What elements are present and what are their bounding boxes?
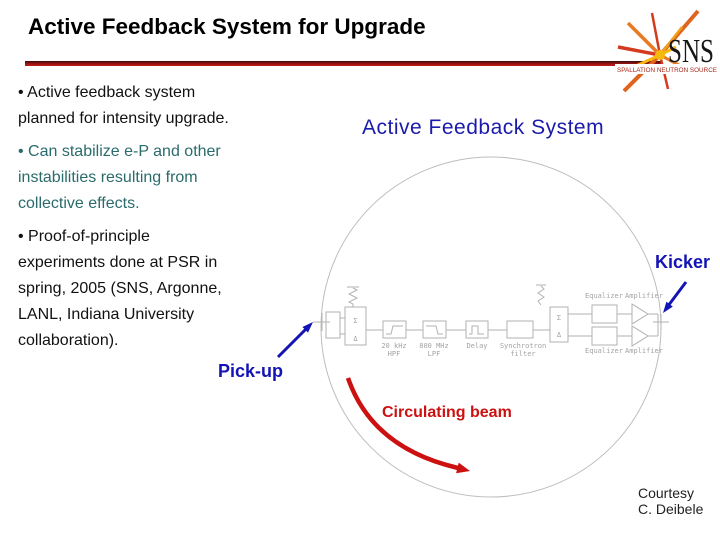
equalizer-top-label: Equalizer (585, 292, 623, 300)
lpf-label-line2: LPF (428, 350, 441, 358)
kicker-arrow (663, 281, 688, 313)
sns-logo: SNS SPALLATION NEUTRON SOURCE (615, 9, 719, 93)
sns-logo-acronym: SNS (668, 33, 714, 70)
equalizer-bottom-label: Equalizer (585, 347, 623, 355)
delay-label: Delay (466, 342, 487, 350)
hpf-label-line2: HPF (388, 350, 401, 358)
amplifier-bottom-label: Amplifier (625, 347, 663, 355)
circulating-beam-arrow (345, 377, 470, 474)
pickup-label: Pick-up (218, 361, 284, 381)
accelerator-ring (320, 156, 662, 498)
slide-title: Active Feedback System for Upgrade (28, 14, 426, 39)
amplifier-top-label: Amplifier (625, 292, 663, 300)
title-divider-line (25, 61, 662, 66)
sum-symbol-1: Σ (353, 317, 357, 325)
sns-starburst-icon (617, 9, 700, 93)
credit-text: Courtesy C. Deibele (638, 485, 704, 517)
sync-filter-label-line2: filter (510, 350, 535, 358)
bullet-stabilize: • Can stabilize e-P and other instabilit… (18, 143, 221, 212)
sync-filter-label-line1: Synchrotron (500, 342, 546, 350)
bullet-list: • Active feedback system planned for int… (18, 80, 318, 361)
sum-symbol-2: Σ (557, 314, 561, 322)
lpf-label-line1: 800 MHz (419, 342, 449, 350)
kicker-label: Kicker (655, 252, 711, 272)
hpf-label-line1: 20 kHz (381, 342, 406, 350)
feedback-block-diagram: Σ Δ 20 kHz HPF 800 MHz LPF Delay (313, 284, 669, 358)
delta-symbol-2: Δ (557, 331, 562, 339)
sns-logo-band (615, 64, 719, 74)
circulating-beam-label: Circulating beam (382, 404, 512, 421)
diagram-heading: Active Feedback System (362, 116, 605, 139)
delta-symbol-1: Δ (353, 335, 358, 343)
sns-logo-subtitle: SPALLATION NEUTRON SOURCE (617, 68, 717, 74)
bullet-active-feedback: • Active feedback system planned for int… (18, 84, 229, 127)
bullet-proof-of-principle: • Proof-of-principle experiments done at… (18, 228, 222, 349)
